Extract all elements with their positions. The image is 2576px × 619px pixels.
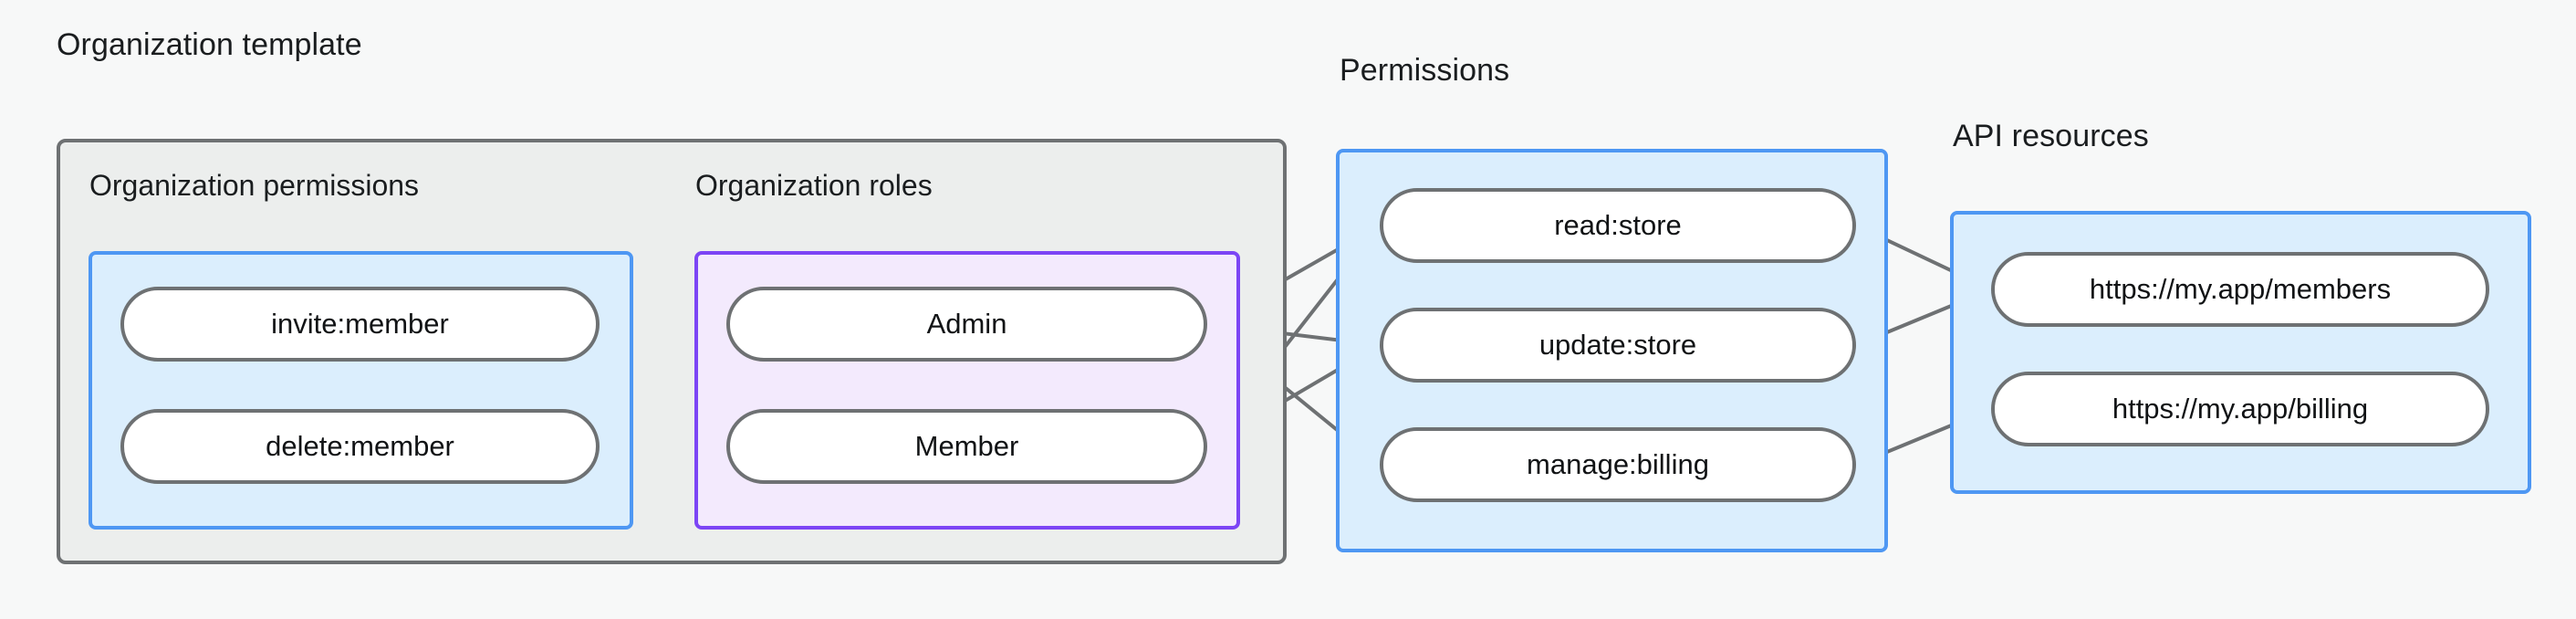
node-read-store[interactable]: read:store — [1380, 188, 1856, 263]
node-billing-url[interactable]: https://my.app/billing — [1991, 372, 2489, 446]
node-invite-member[interactable]: invite:member — [120, 287, 600, 362]
node-manage-billing[interactable]: manage:billing — [1380, 427, 1856, 502]
organization-template-title: Organization template — [57, 27, 362, 62]
node-member[interactable]: Member — [726, 409, 1207, 484]
node-update-store[interactable]: update:store — [1380, 308, 1856, 383]
node-admin[interactable]: Admin — [726, 287, 1207, 362]
node-members-url[interactable]: https://my.app/members — [1991, 252, 2489, 327]
organization-permissions-title: Organization permissions — [89, 169, 420, 202]
api-resources-title: API resources — [1953, 119, 2149, 153]
node-delete-member[interactable]: delete:member — [120, 409, 600, 484]
permissions-title: Permissions — [1340, 53, 1510, 88]
organization-roles-title: Organization roles — [695, 169, 933, 202]
